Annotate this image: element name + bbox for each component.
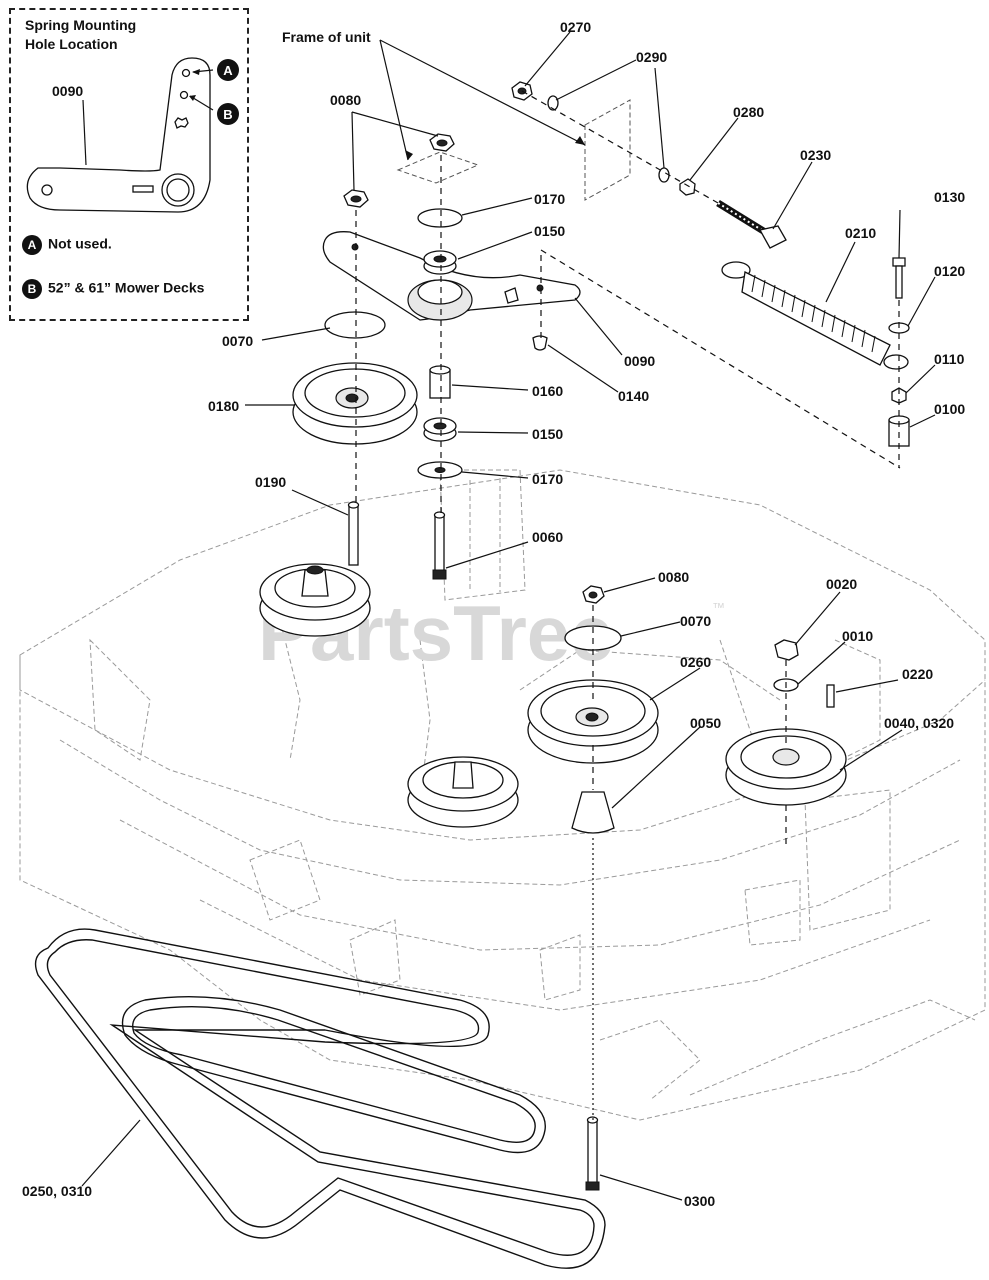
- label-0080-top: 0080: [330, 92, 361, 108]
- label-0060: 0060: [532, 529, 563, 545]
- idler-arm-0090: [322, 231, 581, 321]
- spacer-0160: [429, 365, 451, 399]
- bolt-0060: [432, 511, 447, 580]
- nut-0080-top: [429, 133, 455, 152]
- label-0040-0320: 0040, 0320: [884, 715, 954, 731]
- washer-0070-top: [324, 311, 386, 339]
- note-a-badge: A: [22, 235, 42, 255]
- bolt-0130: [892, 257, 906, 299]
- label-0050: 0050: [690, 715, 721, 731]
- inset-note-b: B 52” & 61” Mower Decks: [22, 279, 204, 299]
- label-0220: 0220: [902, 666, 933, 682]
- bolt-0300: [585, 1116, 600, 1191]
- label-0170-top: 0170: [534, 191, 565, 207]
- label-0110: 0110: [934, 351, 965, 367]
- inset-marker-a: A: [223, 63, 233, 78]
- nut-0140: [532, 335, 548, 351]
- key-0220: [826, 684, 835, 708]
- label-0290: 0290: [636, 49, 667, 65]
- label-0140: 0140: [618, 388, 649, 404]
- eyebolt-0230: [716, 200, 787, 249]
- note-b-badge: B: [22, 279, 42, 299]
- label-0070-top: 0070: [222, 333, 253, 349]
- washer-0290-a: [547, 95, 559, 111]
- label-0300: 0300: [684, 1193, 715, 1209]
- watermark-trademark: ™: [712, 600, 725, 615]
- mower-deck-outline: [19, 469, 986, 1121]
- label-0280: 0280: [733, 104, 764, 120]
- callout-labels: Frame of unit 0270 0290 0280 0230 0080 0…: [22, 19, 965, 1209]
- assembly-lines: [355, 90, 901, 1120]
- inset-title-line1: Spring Mounting: [25, 17, 137, 33]
- idler-pulley-0260: [527, 679, 659, 764]
- spring-0210: [721, 261, 909, 370]
- bolt-0190: [347, 501, 360, 566]
- spacer-0100: [888, 415, 910, 447]
- label-0020: 0020: [826, 576, 857, 592]
- inset-box: Spring Mounting Hole Location: [9, 8, 249, 321]
- bearing-0150-top: [423, 250, 457, 275]
- leader-lines: [81, 31, 936, 1201]
- belt-outer: [34, 928, 606, 1269]
- inset-note-a: A Not used.: [22, 235, 112, 255]
- label-0160: 0160: [532, 383, 563, 399]
- nut-0280: [679, 178, 696, 196]
- bearing-0150-bottom: [423, 417, 457, 442]
- idler-pulley-0180: [292, 362, 418, 445]
- label-0210: 0210: [845, 225, 876, 241]
- label-0190: 0190: [255, 474, 286, 490]
- label-0150-top: 0150: [534, 223, 565, 239]
- inset-marker-b: B: [223, 107, 232, 122]
- label-0170-bottom: 0170: [532, 471, 563, 487]
- label-0130: 0130: [934, 189, 965, 205]
- label-frame-of-unit: Frame of unit: [282, 29, 371, 45]
- deck-pulley-center: [407, 756, 519, 828]
- note-a-text: Not used.: [48, 235, 112, 252]
- nut-0080-mid: [582, 585, 605, 604]
- washer-0170-bottom: [417, 461, 463, 479]
- label-0070-mid: 0070: [680, 613, 711, 629]
- label-0180: 0180: [208, 398, 239, 414]
- label-0080-mid: 0080: [658, 569, 689, 585]
- cone-0050: [571, 791, 615, 834]
- label-0260: 0260: [680, 654, 711, 670]
- label-0150-bottom: 0150: [532, 426, 563, 442]
- belt-inner: [121, 995, 546, 1154]
- nut-0020: [774, 639, 799, 661]
- washer-0170-top: [417, 208, 463, 228]
- inset-title-line2: Hole Location: [25, 36, 118, 52]
- label-0250-0310: 0250, 0310: [22, 1183, 92, 1199]
- label-0230: 0230: [800, 147, 831, 163]
- label-0270: 0270: [560, 19, 591, 35]
- inset-arm-drawing: A B 0090: [26, 57, 239, 213]
- label-0120: 0120: [934, 263, 965, 279]
- frame-plates: [396, 99, 631, 201]
- inset-part-label-0090: 0090: [52, 83, 83, 99]
- deck-pulley-left: [259, 563, 371, 637]
- label-0100: 0100: [934, 401, 965, 417]
- nut-0080-left: [343, 189, 369, 208]
- note-b-text: 52” & 61” Mower Decks: [48, 279, 205, 296]
- label-0010: 0010: [842, 628, 873, 644]
- label-0090: 0090: [624, 353, 655, 369]
